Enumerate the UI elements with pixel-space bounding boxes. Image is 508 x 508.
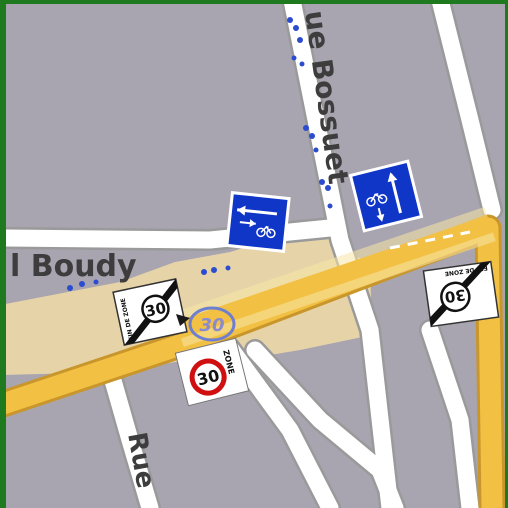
area-highlight (6, 222, 372, 375)
zone30-start-sign[interactable]: 30 ZONE (174, 337, 250, 407)
primary-road (6, 206, 505, 508)
zone30-end-speed-right: 30 (444, 285, 467, 306)
zone30-end-sign-left[interactable]: 30 FIN DE ZONE (112, 278, 188, 346)
cycleway-markers (67, 17, 333, 291)
sign-pointer (176, 314, 190, 326)
street-label-boudy: l Boudy (10, 249, 137, 284)
zone30-marker[interactable]: 30 (188, 306, 236, 342)
bicycle-contraflow-icon (237, 205, 278, 239)
map-canvas[interactable]: l Boudy ue Bossuet Rue (6, 4, 505, 508)
frame-edge (0, 4, 2, 508)
bicycle-lane-sign-left[interactable] (225, 191, 291, 253)
zone30-end-speed-left: 30 (144, 299, 168, 321)
bicycle-lane-sign-right[interactable] (348, 159, 424, 233)
zone30-start-speed: 30 (195, 366, 221, 390)
zone30-marker-label: 30 (199, 315, 224, 336)
zone30-end-sign-right[interactable]: 30 FIN DE ZONE (422, 260, 500, 328)
bicycle-contraflow-icon (366, 172, 402, 222)
